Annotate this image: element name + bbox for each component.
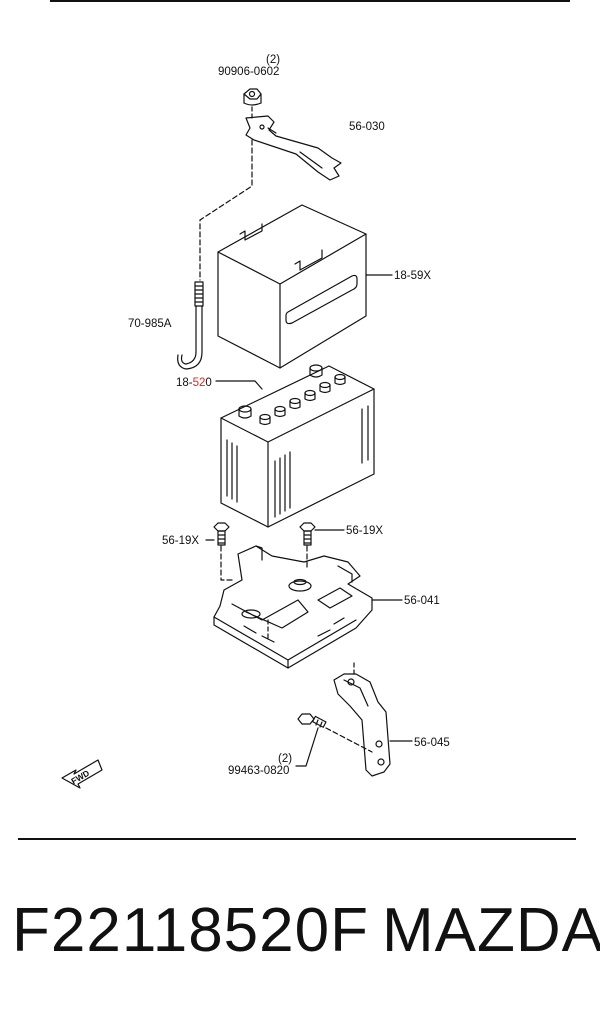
fwd-arrow-icon	[61, 759, 103, 789]
top-border-line	[50, 0, 570, 2]
battery-cover-part	[217, 204, 367, 369]
rod-part-label: 70-985A	[128, 318, 172, 330]
flange-bolt-part	[297, 713, 327, 728]
battery-label-suffix: 0	[205, 377, 211, 389]
exploded-parts-diagram: (2) 90906-0602 56-030 18-59X 70-985A 18-…	[61, 54, 450, 789]
clamp-part-label: 56-030	[349, 121, 385, 133]
nut-part-label: 90906-0602	[218, 66, 279, 78]
bolt-right-part	[299, 522, 316, 546]
rod-part	[177, 281, 204, 370]
tray-part-label: 56-041	[404, 595, 440, 607]
fwd-label: FWD	[69, 768, 91, 786]
part-number-heading: F22118520F	[12, 896, 369, 965]
bolt-left-part	[213, 522, 230, 546]
bolt-right-part-label: 56-19X	[346, 525, 383, 537]
hold-down-clamp-part	[245, 115, 342, 181]
bracket-part	[333, 673, 391, 777]
battery-label-highlight: 52	[193, 377, 206, 389]
battery-tray-part	[213, 545, 373, 669]
battery-part-label: 18-520	[176, 377, 212, 389]
flange-bolt-part-label: 99463-0820	[228, 765, 289, 777]
cover-part-label: 18-59X	[394, 270, 431, 282]
brand-name: MAZDA	[382, 896, 600, 965]
nut-quantity-label: (2)	[266, 54, 280, 66]
battery-label-prefix: 18-	[176, 377, 193, 389]
bracket-part-label: 56-045	[414, 737, 450, 749]
battery-part	[220, 364, 375, 528]
bolt-left-part-label: 56-19X	[162, 535, 199, 547]
nut-part	[243, 88, 262, 106]
bolt-quantity-label: (2)	[278, 753, 292, 765]
footer-divider	[18, 838, 576, 840]
